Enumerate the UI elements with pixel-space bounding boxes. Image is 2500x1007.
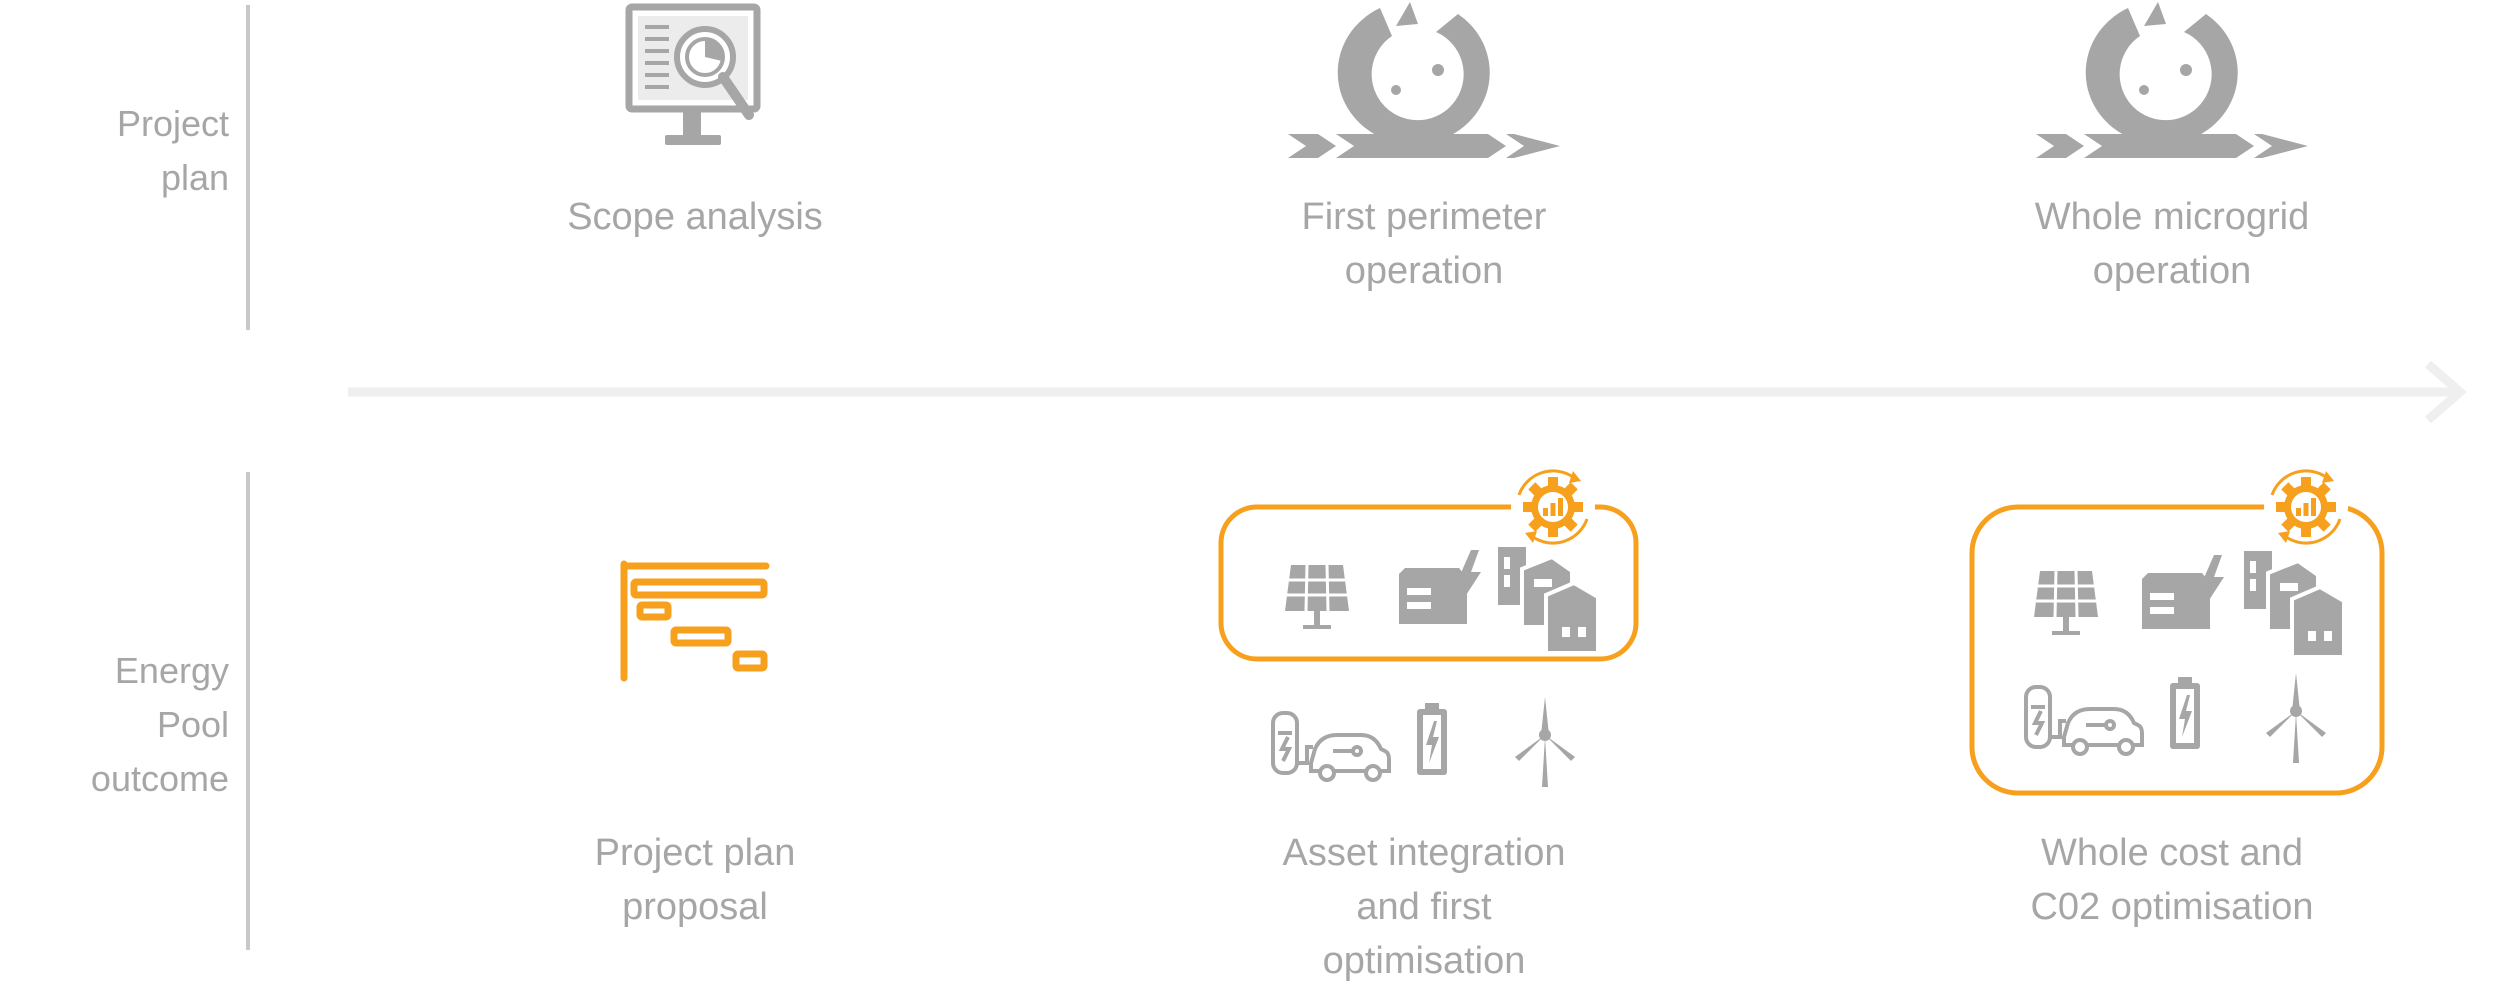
solar-panel-icon: [2034, 570, 2098, 635]
plan-caption-scope-analysis: Scope analysis: [567, 196, 823, 238]
ev-charging-station-icon: [2024, 685, 2144, 756]
gear-cycle-operation-icon: [2036, 2, 2308, 158]
row-label-energy-pool-outcome: Energy Pool outcome: [90, 650, 229, 799]
row-label-project-plan: Project plan: [116, 103, 229, 198]
wind-turbine-icon: [1515, 697, 1575, 787]
scope-analysis-monitor-icon: [625, 3, 761, 145]
whole-optimisation-group: [1969, 465, 2385, 796]
buildings-icon: [1498, 547, 1600, 655]
optimisation-gear-icon: [1511, 465, 1595, 549]
electric-machine-icon: [1399, 550, 1481, 624]
timeline-arrow: [348, 360, 2467, 424]
row-divider-bottom: [246, 472, 250, 950]
row-divider-top: [246, 5, 250, 330]
solar-panel-icon: [1285, 564, 1349, 629]
battery-icon: [1417, 703, 1447, 775]
outcome-caption-asset-integration: Asset integration and first optimisation: [1282, 832, 1566, 982]
plan-caption-whole-microgrid: Whole microgrid operation: [2034, 196, 2310, 292]
plan-caption-first-perimeter: First perimeter operation: [1301, 196, 1547, 292]
battery-icon: [2170, 677, 2200, 749]
outcome-caption-project-plan: Project plan proposal: [594, 832, 796, 928]
buildings-icon: [2244, 551, 2346, 659]
wind-turbine-icon: [2266, 673, 2326, 763]
electric-machine-icon: [2142, 555, 2224, 629]
gear-cycle-operation-icon: [1288, 2, 1560, 158]
ev-charging-station-icon: [1271, 711, 1391, 782]
optimisation-gear-icon: [2264, 465, 2348, 549]
asset-integration-group: [1218, 465, 1639, 787]
outcome-caption-whole-cost: Whole cost and C02 optimisation: [2030, 832, 2314, 928]
gantt-chart-icon: [620, 560, 770, 682]
